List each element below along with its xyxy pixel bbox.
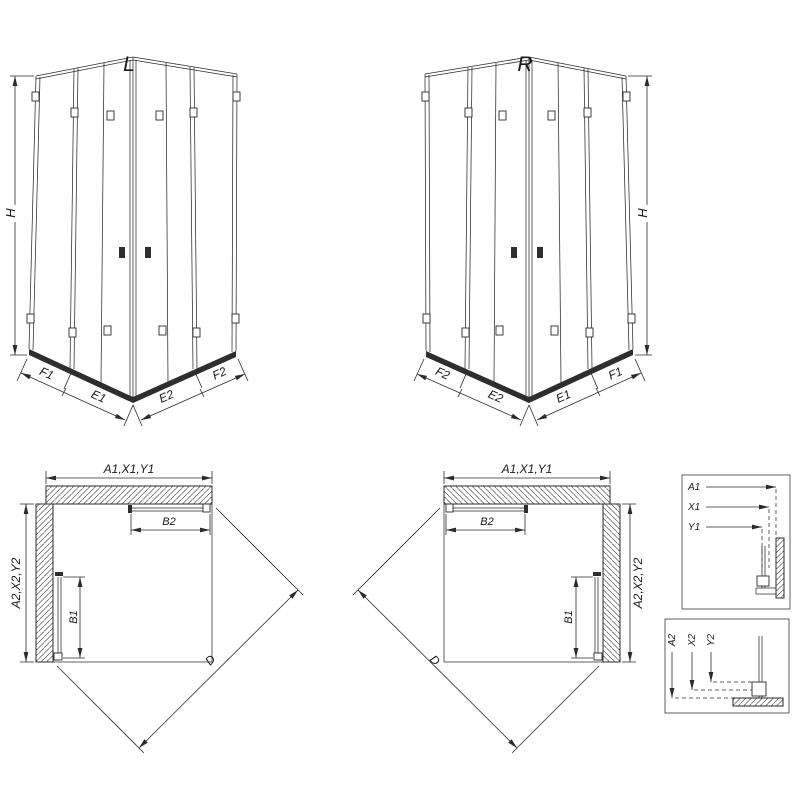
- enclosure-plan-geometry-mirrored: [353, 471, 636, 753]
- door-handles: [119, 247, 151, 258]
- detail-row-label-3: Y1: [688, 522, 700, 533]
- door-pivot-top: [202, 503, 211, 513]
- width-dim-label: A1,X1,Y1: [501, 462, 553, 476]
- dimension-lines: [20, 471, 304, 754]
- bottom-dim-label-2: E2: [486, 387, 505, 406]
- wall-top: [45, 485, 213, 505]
- door-side-dim-label: B1: [68, 610, 80, 623]
- variant-label-left: L: [123, 53, 135, 76]
- reference-dashes: [761, 489, 777, 568]
- door-side-dim-label: B1: [563, 610, 575, 623]
- diagonal-dim-label: D: [202, 652, 218, 668]
- detail-box-border: [681, 474, 791, 610]
- width-dim-label: A1,X1,Y1: [103, 462, 155, 476]
- plan-view-right: A1,X1,Y1 A2,X2,Y2 B2 B1 D: [338, 462, 645, 775]
- reference-dashes: [675, 681, 753, 699]
- bottom-dim-label-3: E1: [554, 387, 573, 406]
- detail-box-border: [664, 618, 790, 714]
- height-dim-label: H: [3, 208, 18, 218]
- door-top-dim-label: B2: [162, 516, 175, 528]
- detail-row-label-3: Y2: [706, 633, 717, 646]
- detail-row-label-1: A1: [687, 482, 700, 493]
- profile-section: [732, 636, 784, 707]
- bottom-dim-label-1: F1: [37, 364, 55, 382]
- variant-label-right: R: [517, 53, 532, 76]
- perspective-view-right: R H F2 E2 E1 F1: [400, 53, 660, 450]
- bottom-dim-label-2: E1: [89, 387, 108, 406]
- detail-row-label-2: X2: [687, 633, 698, 647]
- perspective-view-left: L H F1 E1 E2 F2: [3, 53, 249, 427]
- wall-side: [35, 503, 54, 663]
- enclosure-3d-geometry: [10, 56, 249, 427]
- dimension-lines: [10, 75, 249, 427]
- depth-dim-label: A2,X2,Y2: [631, 557, 645, 609]
- plan-view-left: A1,X1,Y1 A2,X2,Y2 B2 B1 D: [9, 462, 304, 754]
- enclosure-plan-geometry: [20, 471, 304, 754]
- detail-arrows: [706, 484, 776, 530]
- hinges: [26, 91, 241, 338]
- door-top-dim-label: B2: [480, 516, 493, 528]
- door-end-bracket-top: [128, 505, 132, 513]
- bottom-rails: [29, 349, 236, 403]
- detail-row-label-1: A2: [667, 633, 678, 647]
- glass-panel-edges: [28, 56, 238, 397]
- door-panels-plan: [57, 507, 210, 656]
- door-end-bracket-side: [55, 572, 63, 576]
- bottom-dim-label-4: F1: [606, 364, 624, 382]
- detail-box-depth: A2 X2 Y2: [664, 618, 790, 714]
- diagonal-dim-label: D: [427, 652, 443, 668]
- bottom-dim-label-4: F2: [210, 364, 229, 383]
- detail-box-width: A1 X1 Y1: [681, 474, 791, 610]
- profile-section: [755, 537, 785, 599]
- detail-row-label-2: X1: [687, 502, 700, 513]
- detail-arrows: [669, 652, 714, 698]
- enclosure-outline: [36, 504, 213, 663]
- bottom-dim-label-1: F2: [433, 364, 452, 383]
- bottom-dim-label-3: E2: [157, 387, 176, 406]
- depth-dim-label: A2,X2,Y2: [9, 557, 23, 609]
- height-dim-label: H: [635, 208, 650, 218]
- door-pivot-side: [53, 652, 63, 661]
